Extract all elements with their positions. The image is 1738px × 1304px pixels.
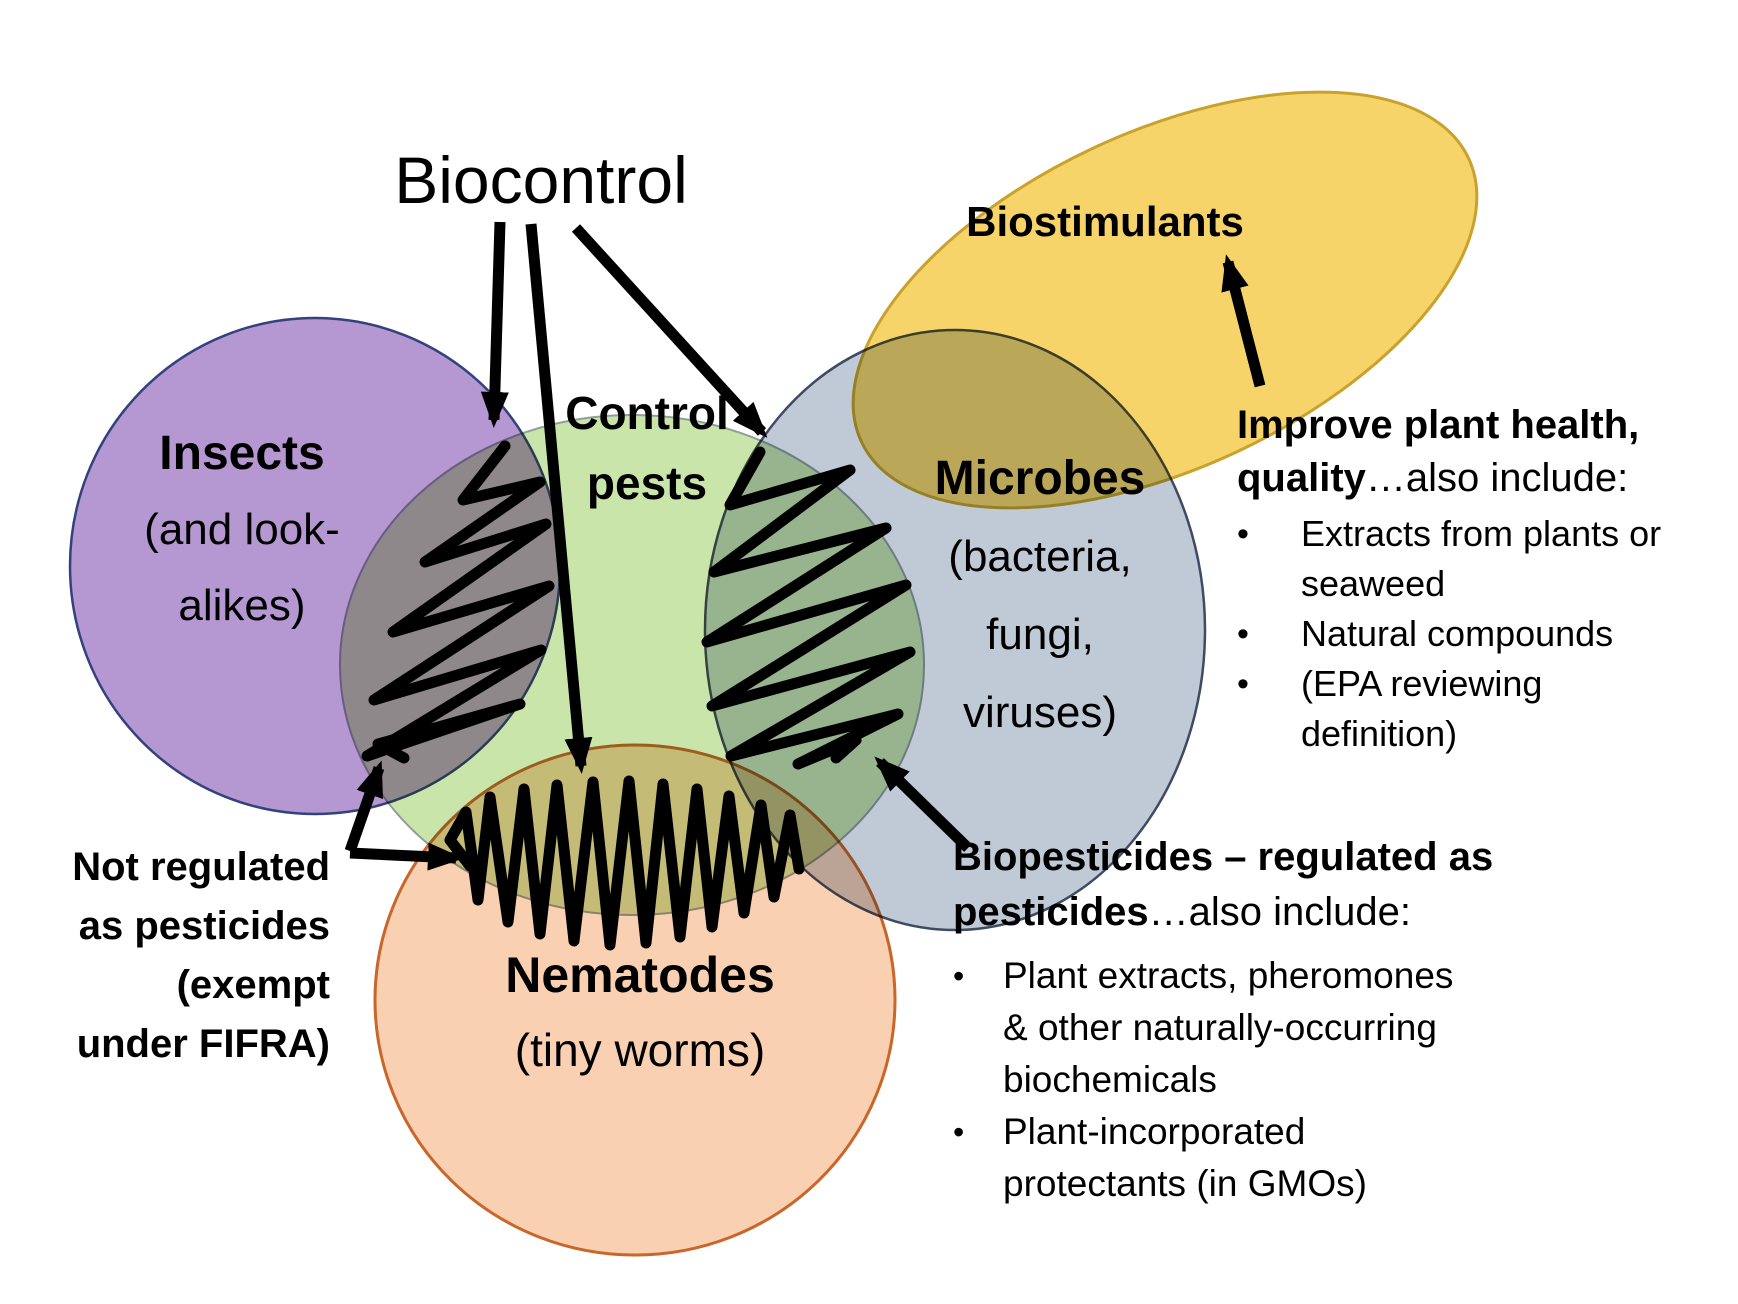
bullet-icon: • bbox=[953, 958, 965, 994]
squiggle-insects-overlap bbox=[361, 440, 555, 764]
bullet-icon: • bbox=[1237, 615, 1249, 653]
insects-sub2: alikes) bbox=[178, 581, 306, 630]
list-item: • Plant-incorporated protectants (in GMO… bbox=[953, 1106, 1513, 1210]
arrow-biocontrol-to-insects-overlap bbox=[480, 221, 509, 428]
squiggle-microbes-overlap bbox=[701, 446, 916, 770]
improve-bold-line2: quality bbox=[1237, 456, 1366, 500]
microbes-sub1: (bacteria, bbox=[948, 532, 1132, 581]
arrow-biocontrol-to-nematodes-overlap bbox=[525, 223, 593, 774]
biopesticides-bold-line1: Biopesticides – regulated as bbox=[953, 835, 1494, 879]
nematodes-name: Nematodes bbox=[505, 947, 775, 1003]
control-pests-line2: pests bbox=[586, 457, 708, 509]
microbes-sub2: fungi, bbox=[986, 610, 1094, 659]
improve-bold-line1: Improve plant health, bbox=[1237, 403, 1640, 447]
list-item: • (EPA reviewing definition) bbox=[1237, 659, 1687, 759]
diagram-title: Biocontrol bbox=[394, 143, 688, 217]
biostimulants-ellipse bbox=[851, 90, 1479, 510]
not-regulated-note: Not regulated as pesticides (exempt unde… bbox=[72, 845, 330, 1066]
control-pests-label: Control pests bbox=[565, 378, 729, 518]
list-item: • Natural compounds bbox=[1237, 609, 1687, 659]
biostimulants-note: Improve plant health, quality…also inclu… bbox=[1237, 399, 1687, 759]
squiggle-nematodes-overlap bbox=[444, 775, 805, 951]
biopesticides-bold-line2: pesticides bbox=[953, 890, 1149, 934]
control-pests-line1: Control bbox=[565, 387, 729, 439]
insects-name: Insects bbox=[159, 427, 325, 480]
bullet-icon: • bbox=[953, 1114, 965, 1150]
biopesticides-rest: …also include: bbox=[1148, 890, 1412, 934]
bullet-icon: • bbox=[1237, 665, 1249, 703]
nematodes-sub1: (tiny worms) bbox=[514, 1024, 766, 1076]
list-item: • Extracts from plants or seaweed bbox=[1237, 509, 1687, 609]
microbes-name: Microbes bbox=[934, 452, 1146, 505]
bullet-icon: • bbox=[1237, 515, 1249, 553]
arrow-notregulated-to-insects-overlap bbox=[344, 760, 385, 853]
microbes-sub3: viruses) bbox=[962, 688, 1118, 737]
insects-sub1: (and look- bbox=[144, 505, 340, 554]
arrow-biocontrol-to-microbes-overlap bbox=[571, 224, 768, 438]
biostimulants-label: Biostimulants bbox=[966, 198, 1244, 245]
biopesticides-note: Biopesticides – regulated as pesticides…… bbox=[953, 830, 1513, 1210]
nematodes-label: Nematodes (tiny worms) bbox=[505, 938, 775, 1088]
arrow-improve-to-biostimulants bbox=[1221, 254, 1266, 388]
improve-rest: …also include: bbox=[1365, 456, 1629, 500]
list-item: • Plant extracts, pheromones & other nat… bbox=[953, 950, 1513, 1106]
arrow-notregulated-to-nematodes-overlap bbox=[349, 842, 464, 871]
arrow-biopesticides-to-overlap bbox=[874, 756, 972, 852]
insects-label: Insects (and look- alikes) bbox=[144, 416, 340, 644]
microbes-label: Microbes (bacteria, fungi, viruses) bbox=[935, 440, 1146, 752]
